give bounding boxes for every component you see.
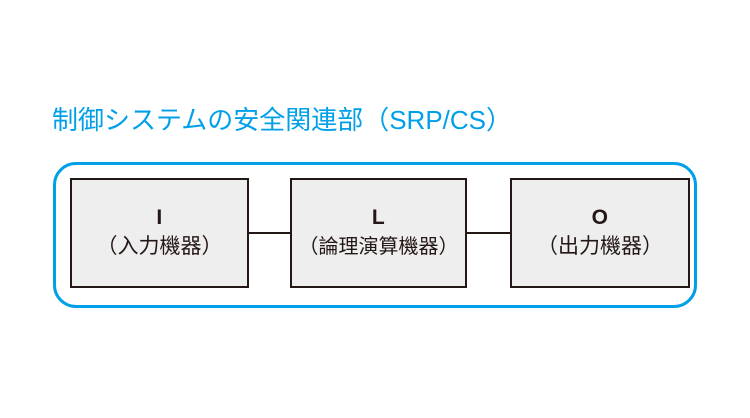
block-code-label: L: [371, 206, 386, 229]
block-input-device[interactable]: I （入力機器）: [70, 178, 249, 288]
connector-logic-to-output: [465, 232, 512, 234]
block-output-device[interactable]: O （出力機器）: [510, 178, 690, 288]
block-code-label: O: [591, 206, 609, 229]
srpcs-boundary-group: [53, 162, 697, 308]
block-description-label: （論理演算機器）: [298, 236, 459, 258]
block-description-label: （入力機器）: [96, 235, 223, 258]
block-logic-device[interactable]: L （論理演算機器）: [290, 178, 467, 288]
connector-input-to-logic: [247, 232, 292, 234]
page-title: 制御システムの安全関連部（SRP/CS）: [52, 105, 513, 135]
block-description-label: （出力機器）: [537, 235, 663, 258]
block-code-label: I: [156, 206, 163, 229]
